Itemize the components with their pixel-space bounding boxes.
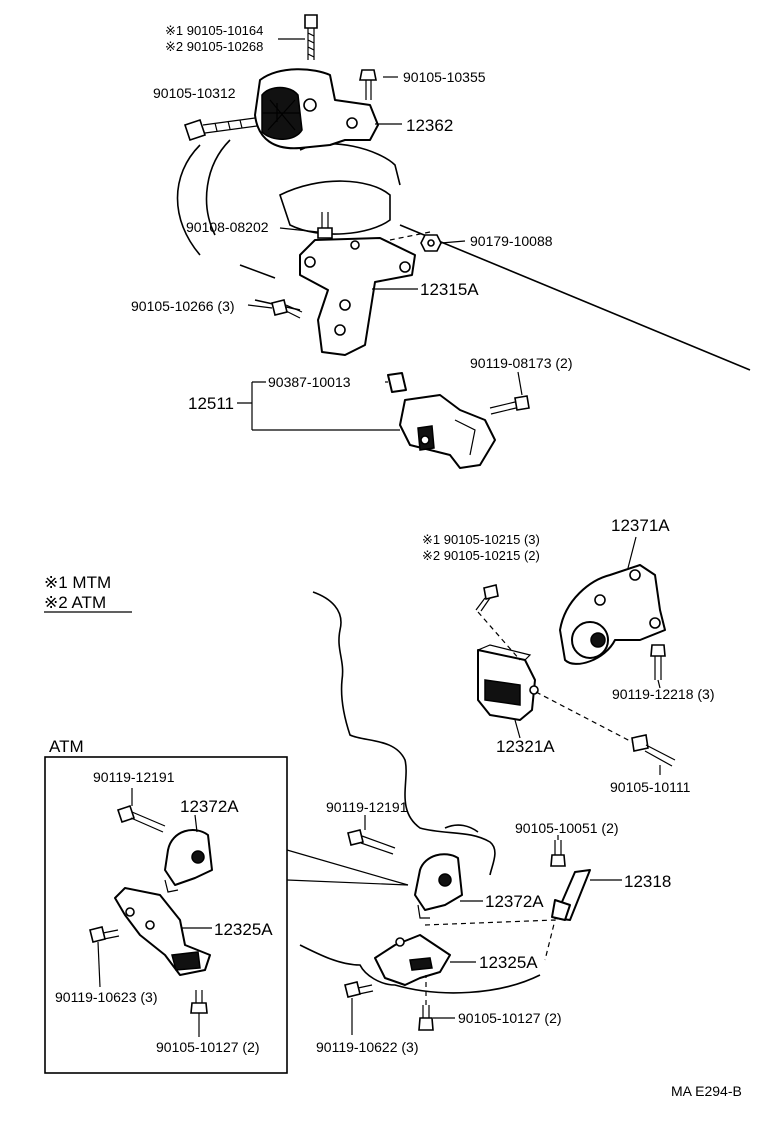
label-bolt-10051: 90105-10051 (2) xyxy=(515,820,619,836)
part-12321A xyxy=(477,644,539,721)
label-bolt-08173: 90119-08173 (2) xyxy=(470,355,572,371)
label-inset-bolt-12191: 90119-12191 xyxy=(93,769,175,785)
label-part-12511: 12511 xyxy=(188,394,234,413)
label-part-12325A-main: 12325A xyxy=(479,953,538,972)
bolt-10355 xyxy=(359,69,377,100)
bolt-10622 xyxy=(344,981,374,998)
label-bolt-top-2: ※2 90105-10268 xyxy=(165,39,263,54)
engine-outline-top xyxy=(176,139,751,371)
inset-pointer-upper xyxy=(286,849,409,886)
bolt-10111 xyxy=(631,734,676,767)
label-bolt-10622: 90119-10622 (3) xyxy=(316,1039,418,1055)
label-bolt-10127-main: 90105-10127 (2) xyxy=(458,1010,562,1026)
bolt-12218 xyxy=(650,644,666,680)
label-bolt-10266: 90105-10266 (3) xyxy=(131,298,235,314)
label-bolt-12218: 90119-12218 (3) xyxy=(612,686,714,702)
label-part-12315A: 12315A xyxy=(420,280,479,299)
bolt-10215 xyxy=(475,584,499,612)
dash-10111-to-12321A xyxy=(535,691,633,743)
inset-pointer-lower xyxy=(286,879,409,886)
label-part-12362: 12362 xyxy=(406,116,453,135)
leader-lines xyxy=(97,38,661,1037)
part-12325A-main xyxy=(374,934,451,986)
figure-code: MA E294-B xyxy=(671,1083,742,1099)
inset-bolt-12191 xyxy=(116,804,166,833)
label-bolt-12191-main: 90119-12191 xyxy=(326,799,408,815)
inset-part-12325A xyxy=(114,887,211,976)
inset-part-12372A xyxy=(164,829,213,893)
label-bolt-10312: 90105-10312 xyxy=(153,85,236,101)
bolt-12191-main xyxy=(347,829,396,855)
part-12318 xyxy=(551,869,591,921)
label-nut-10088: 90179-10088 xyxy=(470,233,553,249)
label-bolt-top-1: ※1 90105-10164 xyxy=(165,23,263,38)
bolt-top xyxy=(304,14,318,60)
bolt-10312 xyxy=(183,117,258,142)
bolt-10266 xyxy=(271,299,303,319)
inset-title: ATM xyxy=(49,737,84,756)
label-bolt-10111: 90105-10111 xyxy=(610,779,691,795)
part-12362 xyxy=(254,68,379,150)
label-part-12371A: 12371A xyxy=(611,516,670,535)
part-12315A xyxy=(299,237,416,356)
nut-10088 xyxy=(420,234,442,252)
part-12371A xyxy=(559,564,666,665)
legend-mtm: ※1 MTM xyxy=(44,573,111,592)
dash-10215-to-12321A xyxy=(477,611,521,661)
bolt-08173 xyxy=(489,395,530,415)
inset-bolt-10127 xyxy=(190,990,208,1014)
label-bushing-10013: 90387-10013 xyxy=(268,374,351,390)
transaxle-outline xyxy=(299,591,541,994)
label-bolt-10355: 90105-10355 xyxy=(403,69,486,85)
label-part-12318: 12318 xyxy=(624,872,671,891)
stud-08202 xyxy=(317,212,333,239)
dash-12318-link xyxy=(424,919,556,961)
dash-nut-to-bracket xyxy=(389,231,431,241)
inset-bolt-10623 xyxy=(89,926,120,943)
label-bolt-10215-2: ※2 90105-10215 (2) xyxy=(422,548,540,563)
label-inset-bolt-10623: 90119-10623 (3) xyxy=(55,989,157,1005)
inset-box xyxy=(44,756,288,1074)
label-inset-part-12325A: 12325A xyxy=(214,920,273,939)
bolt-10127-main xyxy=(418,1005,434,1031)
label-inset-part-12372A: 12372A xyxy=(180,797,239,816)
label-stud-08202: 90108-08202 xyxy=(186,219,269,235)
part-12511 xyxy=(399,394,496,469)
label-part-12321A: 12321A xyxy=(496,737,555,756)
label-inset-bolt-10127: 90105-10127 (2) xyxy=(156,1039,260,1055)
label-part-12372A-main: 12372A xyxy=(485,892,544,911)
label-bolt-10215-1: ※1 90105-10215 (3) xyxy=(422,532,540,547)
legend-atm: ※2 ATM xyxy=(44,593,106,612)
bolt-10051 xyxy=(550,840,566,867)
bushing-10013 xyxy=(387,372,407,393)
part-12372A-main xyxy=(414,853,463,919)
